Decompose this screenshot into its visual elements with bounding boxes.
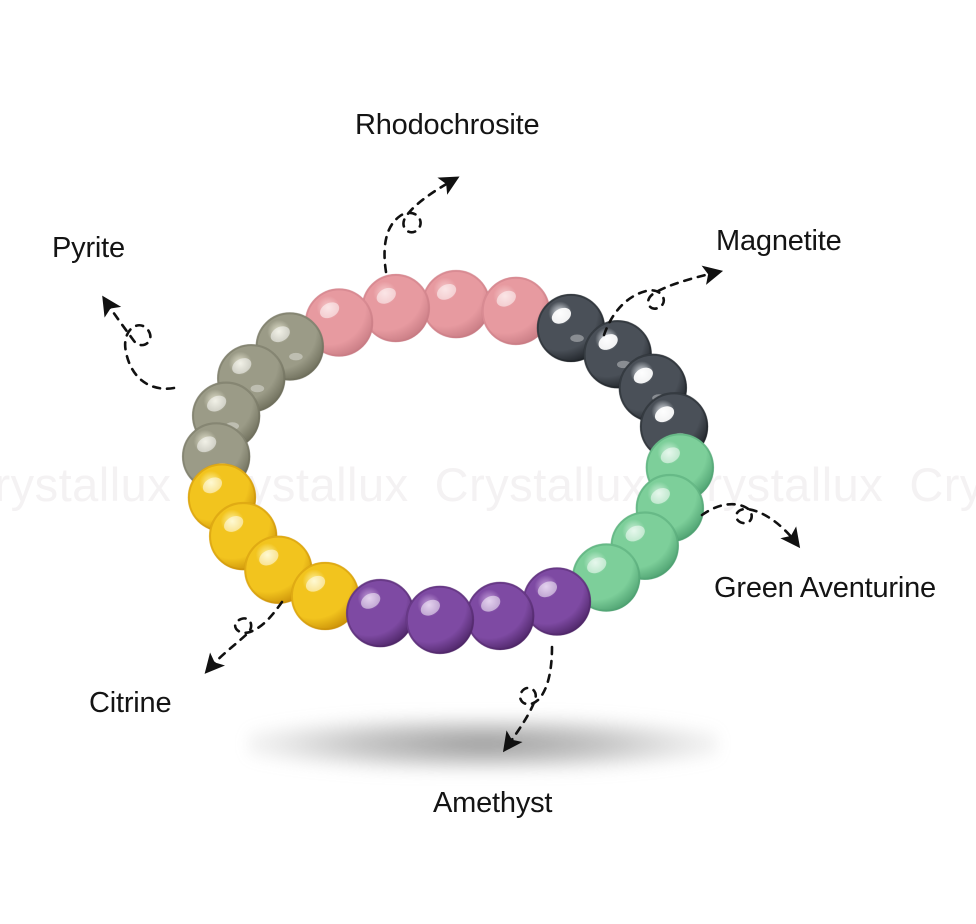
- label-magnetite: Magnetite: [716, 225, 842, 257]
- bead-amethyst: [405, 585, 475, 655]
- bracelet-drop-shadow: [248, 716, 718, 772]
- bead-rhodochrosite: [421, 269, 491, 339]
- bead-amethyst: [345, 578, 415, 648]
- bead-amethyst: [465, 581, 535, 651]
- label-green-aventurine: Green Aventurine: [714, 572, 936, 604]
- label-citrine: Citrine: [89, 687, 172, 719]
- bead-citrine: [290, 561, 360, 631]
- label-rhodochrosite: Rhodochrosite: [355, 109, 540, 141]
- label-amethyst: Amethyst: [433, 787, 553, 819]
- label-pyrite: Pyrite: [52, 232, 125, 264]
